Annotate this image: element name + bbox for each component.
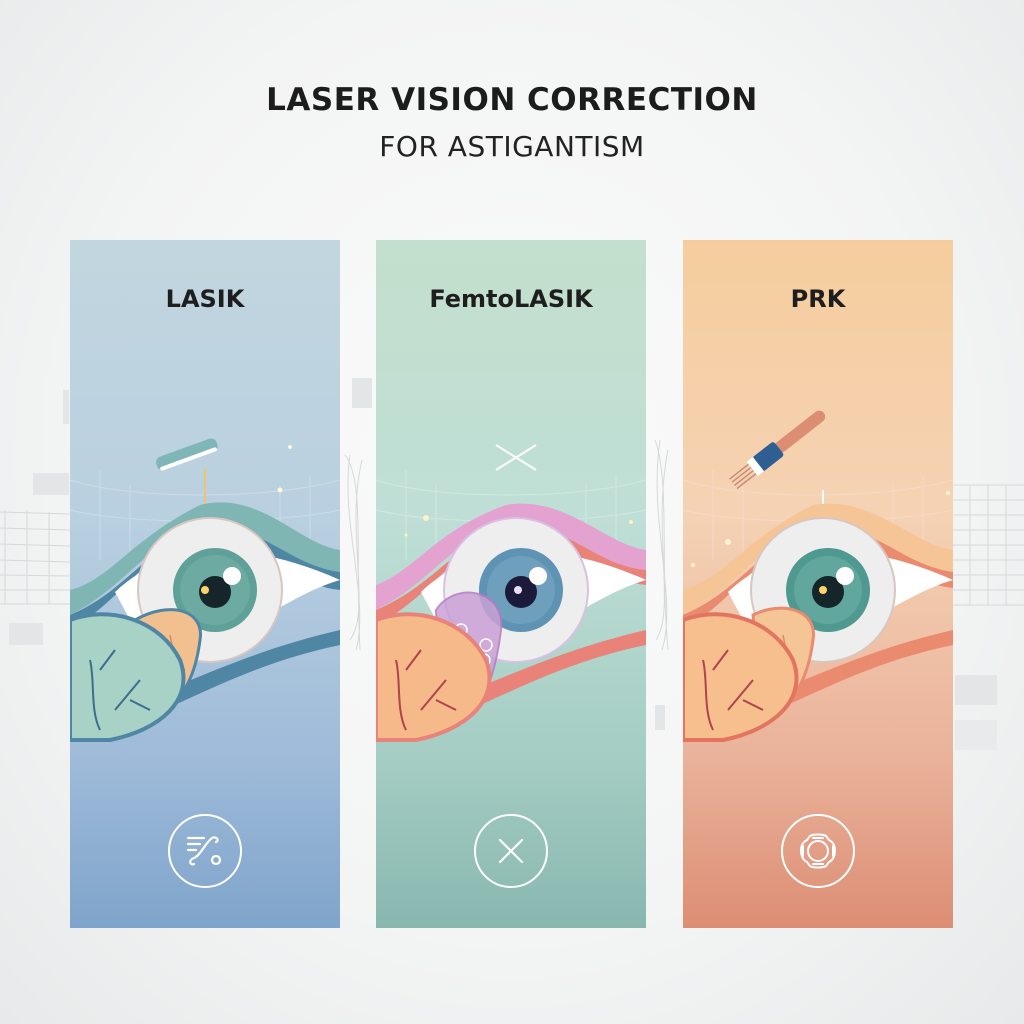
procedure-card-prk[interactable]: PRK bbox=[683, 240, 953, 928]
procedure-card-lasik[interactable]: LASIK bbox=[70, 240, 340, 928]
procedure-title: LASIK bbox=[165, 285, 245, 313]
flap-cut-icon[interactable] bbox=[168, 814, 242, 888]
page-subtitle: FOR ASTIGANTISM bbox=[379, 130, 645, 163]
gear-ring-icon[interactable] bbox=[781, 814, 855, 888]
procedure-title: PRK bbox=[790, 285, 846, 313]
cross-x-icon[interactable] bbox=[474, 814, 548, 888]
eye-illustration-prk bbox=[683, 410, 953, 742]
eye-illustration-lasik bbox=[70, 438, 340, 742]
page-title: LASER VISION CORRECTION bbox=[266, 82, 758, 118]
procedure-title: FemtoLASIK bbox=[429, 285, 593, 313]
procedure-card-femtolasik[interactable]: FemtoLASIK bbox=[376, 240, 646, 928]
eye-illustration-femtolasik bbox=[376, 444, 646, 742]
